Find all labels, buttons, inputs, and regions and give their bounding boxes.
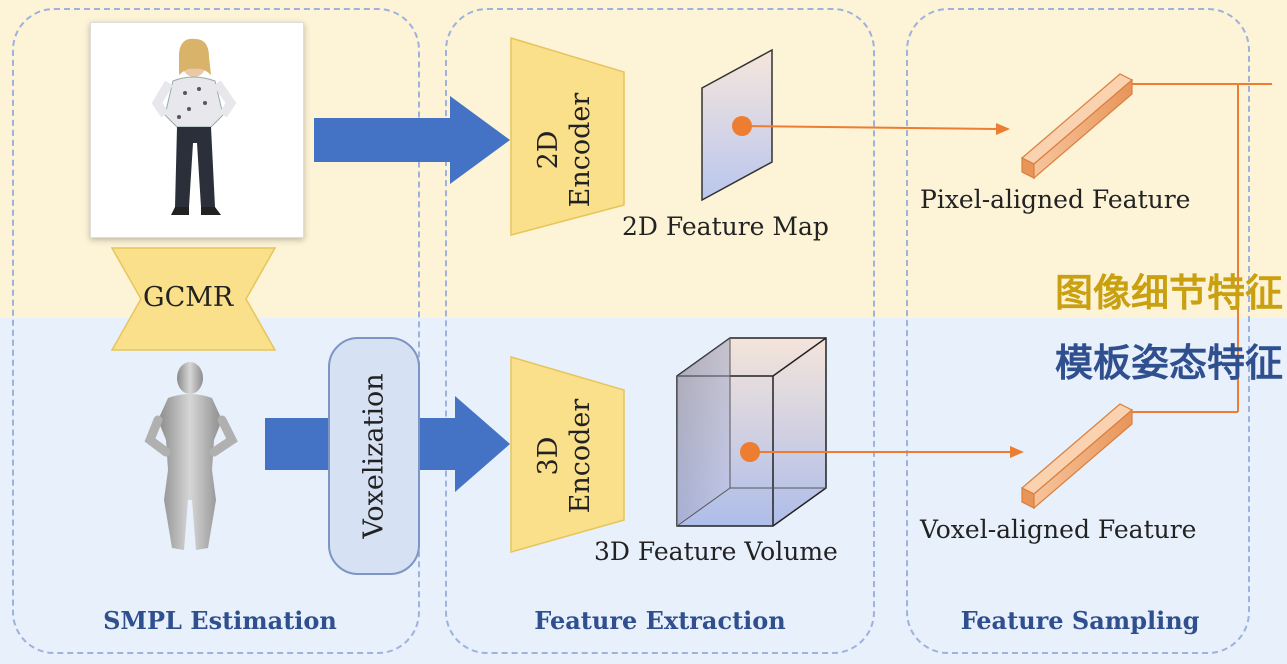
encoder-3d-line1: 3D <box>533 436 564 476</box>
feature-map-2d-shape <box>701 48 773 202</box>
panel-label-extraction: Feature Extraction <box>534 606 786 635</box>
feature-volume-3d-shape <box>676 337 827 527</box>
gcmr-label: GCMR <box>143 282 234 313</box>
feature-map-2d-label: 2D Feature Map <box>622 212 829 241</box>
encoder-3d-line2: Encoder <box>565 398 596 514</box>
feature-volume-3d-label: 3D Feature Volume <box>594 537 838 566</box>
panel-feature-sampling <box>906 8 1250 654</box>
arrow-voxelization-to-3d-encoder <box>420 396 510 492</box>
encoder-2d-label: 2D Encoder <box>533 90 597 210</box>
pixel-aligned-label: Pixel-aligned Feature <box>920 185 1191 214</box>
encoder-2d-line2: Encoder <box>565 92 596 208</box>
encoder-3d-label: 3D Encoder <box>533 396 597 516</box>
voxel-aligned-label: Voxel-aligned Feature <box>920 515 1197 544</box>
gcmr-shape <box>110 247 277 351</box>
encoder-2d-shape <box>510 36 625 236</box>
voxel-sampling-arrow <box>750 446 1024 458</box>
input-photo <box>90 22 304 238</box>
person-photo-figure <box>151 38 237 215</box>
template-pose-feature-text: 模板姿态特征 <box>1054 341 1283 385</box>
image-detail-feature-text: 图像细节特征 <box>1054 271 1283 315</box>
voxelization-box: Voxelization <box>328 337 420 575</box>
encoder-3d-shape <box>510 355 625 553</box>
pixel-sampling-arrow <box>741 123 1010 135</box>
pixel-feature-bar <box>1020 73 1134 180</box>
arrow-image-to-2d-encoder <box>314 96 510 184</box>
voxel-feature-bar <box>1020 403 1134 510</box>
arrow-smpl-to-voxelization <box>265 418 329 470</box>
encoder-2d-line1: 2D <box>533 130 564 170</box>
panel-label-smpl: SMPL Estimation <box>103 606 337 635</box>
concat-connector <box>1132 83 1272 413</box>
panel-label-sampling: Feature Sampling <box>960 606 1200 635</box>
panel-feature-extraction <box>445 8 875 654</box>
panel-smpl-estimation <box>12 8 420 654</box>
voxelization-label: Voxelization <box>358 373 390 539</box>
